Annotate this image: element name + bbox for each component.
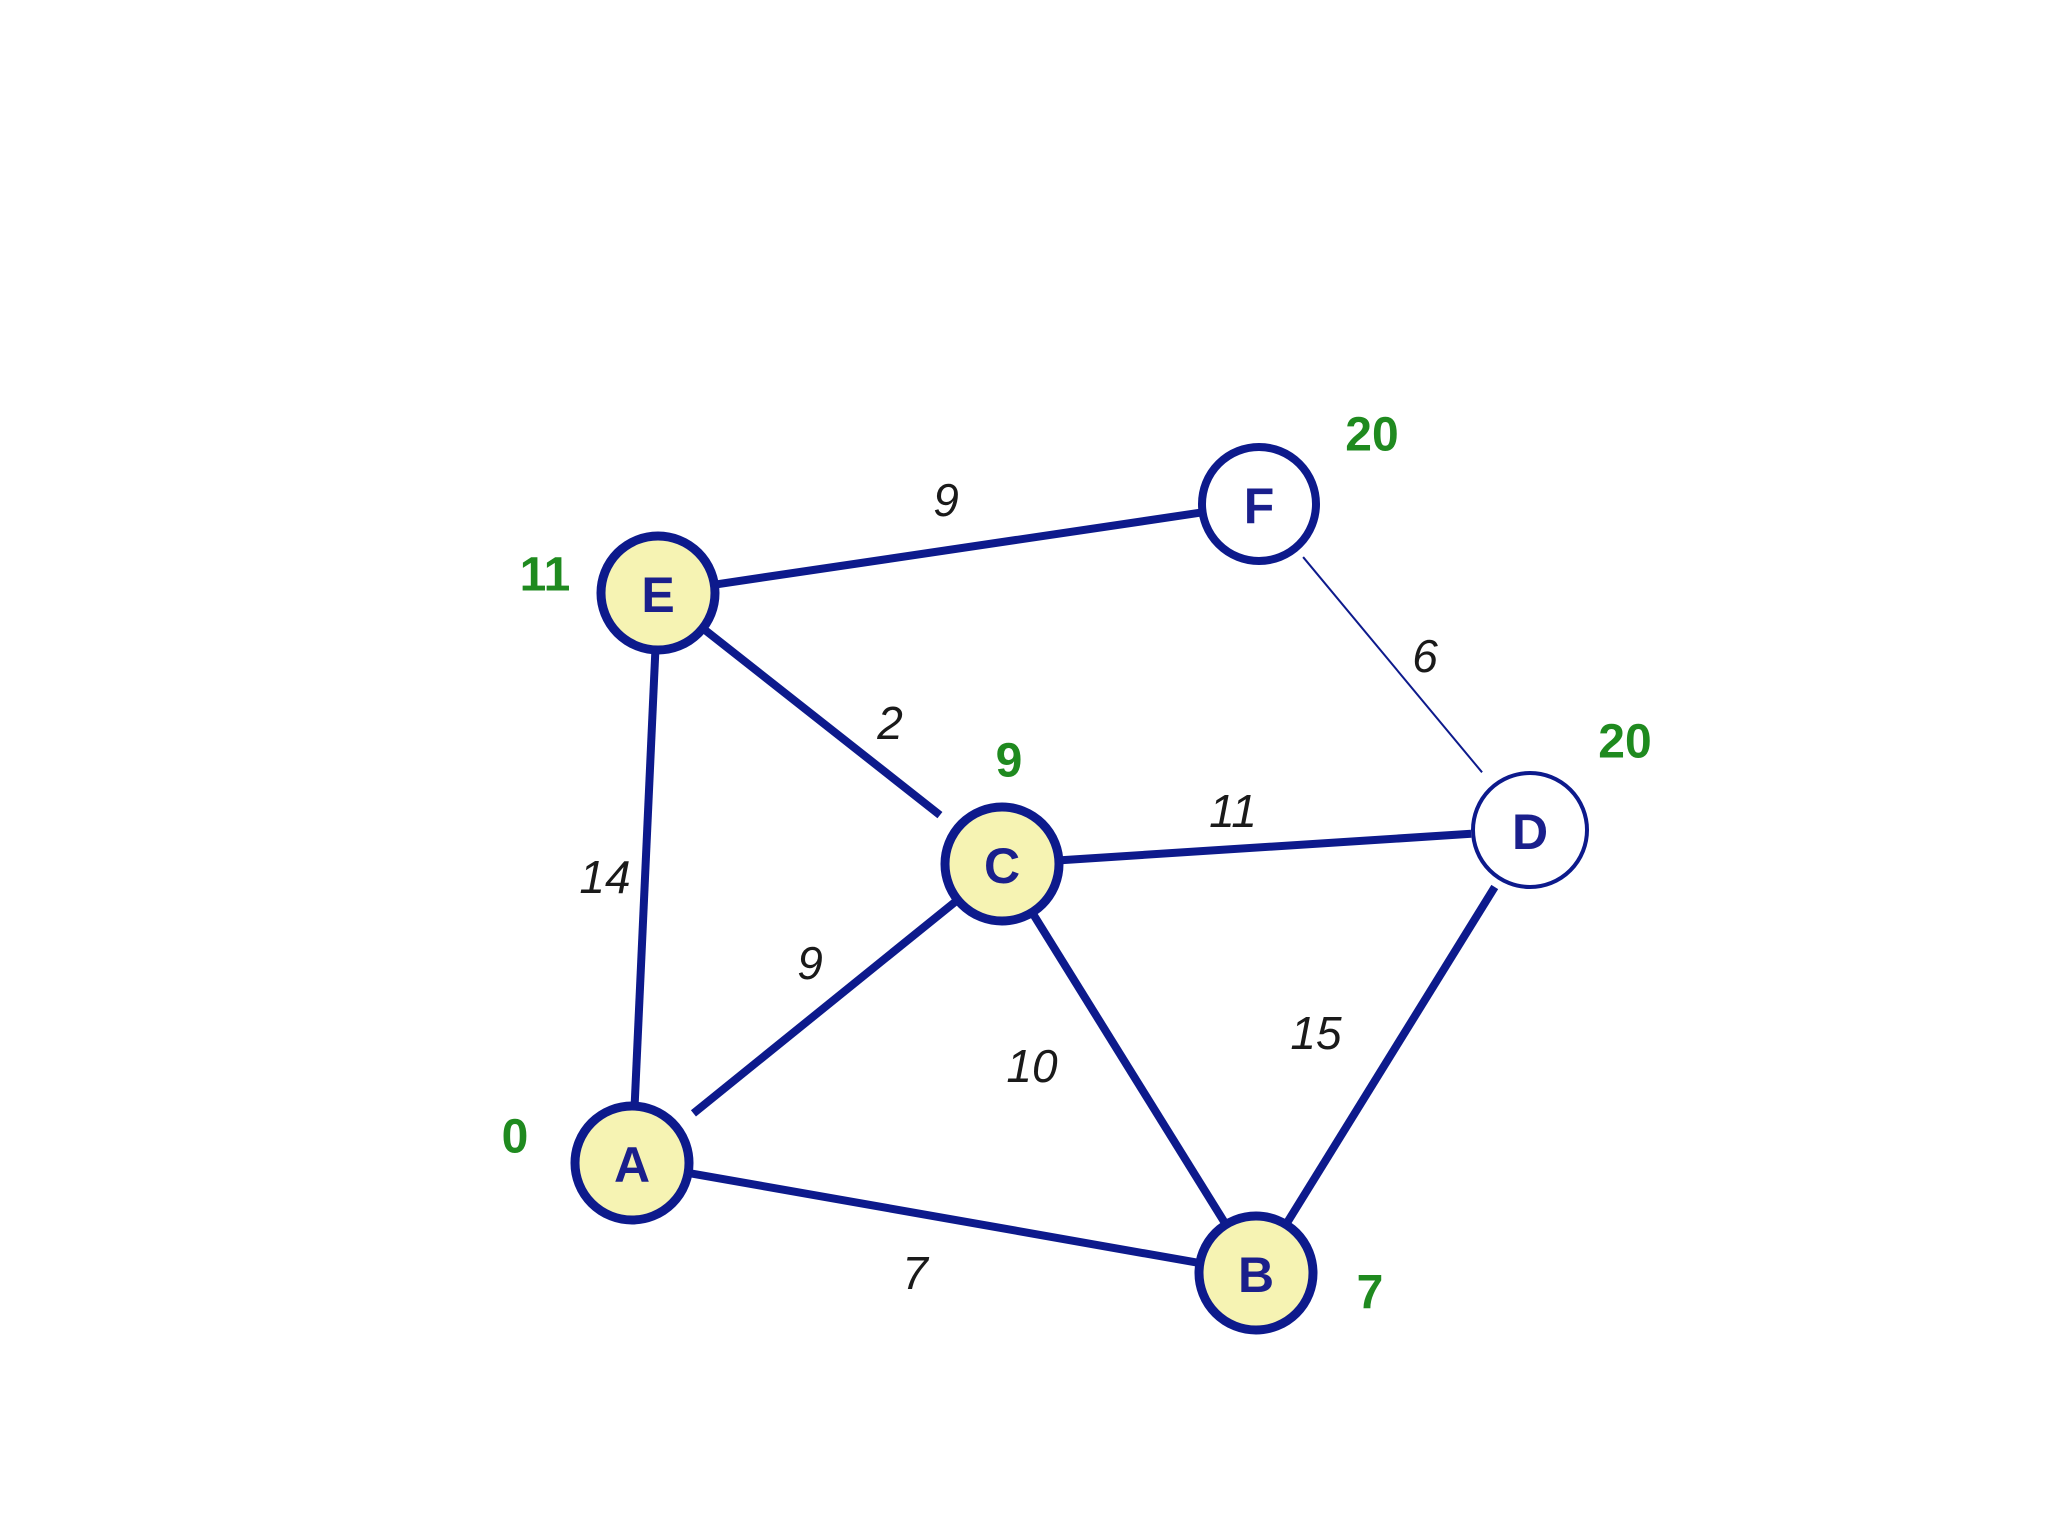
- edges-layer: [630, 508, 1499, 1268]
- distance-label-b: 7: [1357, 1267, 1384, 1320]
- node-circle-a: [570, 1101, 694, 1225]
- distance-label-a: 0: [502, 1111, 529, 1164]
- edge-weight-a-e: 14: [579, 851, 630, 903]
- edge-a-e: [630, 649, 660, 1107]
- node-label-e: E: [641, 567, 674, 623]
- edge-weight-c-d: 11: [1209, 785, 1257, 837]
- nodes-layer: A B C D E F: [570, 443, 1589, 1335]
- distance-label-c: 9: [996, 735, 1023, 788]
- node-circle-b: [1194, 1211, 1318, 1335]
- edge-c-d: [1058, 829, 1472, 865]
- node-e: E: [596, 531, 720, 655]
- distance-label-f: 20: [1345, 409, 1398, 462]
- node-circle-e: [596, 531, 720, 655]
- distance-label-e: 11: [520, 549, 571, 602]
- node-f: F: [1198, 443, 1320, 565]
- node-circle-d: [1471, 771, 1589, 889]
- node-label-d: D: [1512, 804, 1548, 860]
- node-a: A: [570, 1101, 694, 1225]
- edge-e-f: [713, 508, 1204, 589]
- edge-weights-layer: 7 9 14 10 15 11 2 6 9: [579, 474, 1438, 1299]
- distance-labels-layer: 0 7 9 20 11 20: [502, 409, 1652, 1320]
- edge-a-c: [690, 897, 959, 1117]
- edge-weight-a-c: 9: [797, 937, 823, 989]
- edge-weight-b-d: 15: [1290, 1007, 1342, 1059]
- edge-b-c: [1028, 910, 1230, 1227]
- edge-b-d: [1282, 884, 1499, 1227]
- edge-weight-a-b: 7: [902, 1247, 929, 1299]
- node-c: C: [940, 802, 1064, 926]
- node-circle-c: [940, 802, 1064, 926]
- node-b: B: [1194, 1211, 1318, 1335]
- node-label-b: B: [1238, 1247, 1274, 1303]
- edge-d-f: [1302, 556, 1483, 773]
- node-label-f: F: [1244, 478, 1275, 534]
- node-d: D: [1471, 771, 1589, 889]
- node-circle-f: [1198, 443, 1320, 565]
- edge-weight-b-c: 10: [1006, 1040, 1058, 1092]
- edge-weight-d-f: 6: [1412, 630, 1438, 682]
- node-label-a: A: [614, 1137, 650, 1193]
- node-label-c: C: [984, 838, 1020, 894]
- edge-c-e: [700, 625, 943, 819]
- edge-weight-c-e: 2: [876, 697, 903, 749]
- edge-weight-e-f: 9: [933, 474, 959, 526]
- distance-label-d: 20: [1598, 716, 1651, 769]
- edge-a-b: [687, 1168, 1201, 1268]
